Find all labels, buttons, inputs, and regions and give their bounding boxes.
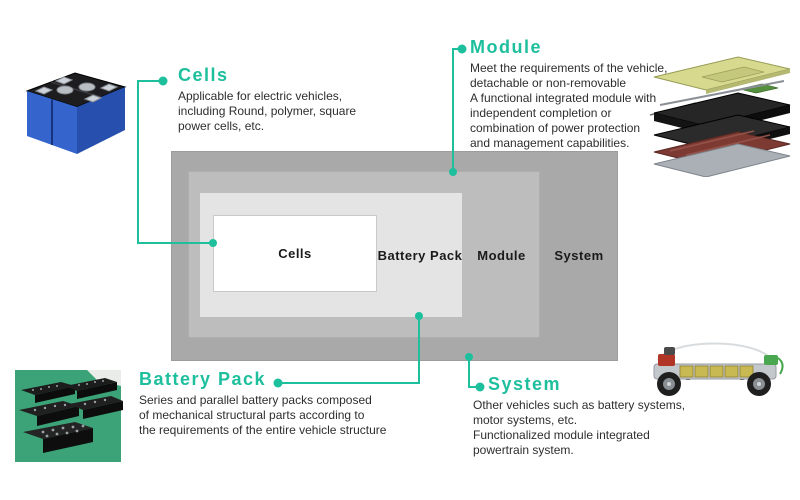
ev-chassis-photo xyxy=(653,342,784,396)
callout-cells-body: Applicable for electric vehicles, includ… xyxy=(178,89,357,133)
diagram-label-system: System xyxy=(554,248,604,263)
callout-module: Module Meet the requirements of the vehi… xyxy=(470,36,667,151)
callout-system: System Other vehicles such as battery sy… xyxy=(473,373,685,458)
callout-module-body: Meet the requirements of the vehicle, de… xyxy=(470,61,668,150)
battery-pack-rows-photo xyxy=(15,370,123,462)
callout-battery-pack-body: Series and parallel battery packs compos… xyxy=(139,393,387,437)
connector-module-bullet xyxy=(457,44,467,54)
callout-battery-pack-title: Battery Pack xyxy=(139,369,267,389)
module-exploded-photo xyxy=(649,56,791,177)
connector-cells-bullet xyxy=(158,76,168,86)
diagram-label-module: Module xyxy=(477,248,526,263)
diagram-layer-cells: Cells xyxy=(213,215,377,292)
diagram-label-cells: Cells xyxy=(278,245,312,261)
diagram-label-battery-pack: Battery Pack xyxy=(377,248,463,263)
callout-battery-pack: Battery Pack Series and parallel battery… xyxy=(139,368,386,438)
callout-module-title: Module xyxy=(470,37,542,57)
callout-system-title: System xyxy=(488,374,562,394)
callout-cells-title: Cells xyxy=(178,65,229,85)
battery-cells-photo xyxy=(25,72,127,154)
callout-cells: Cells Applicable for electric vehicles, … xyxy=(178,64,356,134)
callout-system-body: Other vehicles such as battery systems, … xyxy=(473,398,686,457)
